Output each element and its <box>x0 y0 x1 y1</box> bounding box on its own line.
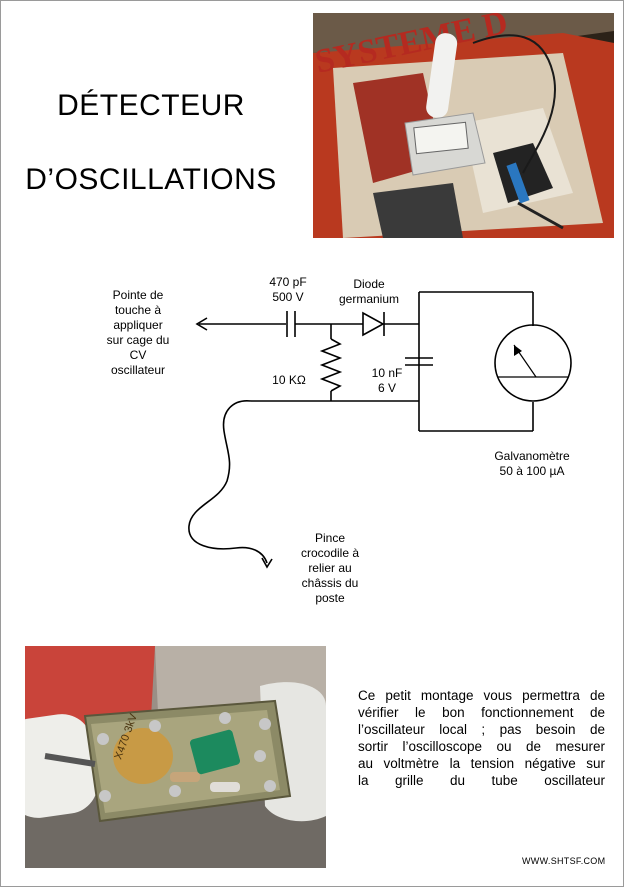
diode-label: Diode germanium <box>338 277 400 306</box>
probe-label: Pointe de touche à appliquer sur cage du… <box>106 288 170 377</box>
bottom-photo: X470 3kV <box>25 646 326 868</box>
top-photo-image: SYSTEME D <box>313 13 614 238</box>
resistor-icon <box>319 338 343 392</box>
bottom-photo-image: X470 3kV <box>25 646 326 868</box>
footer-url: WWW.SHTSF.COM <box>522 856 606 866</box>
probe-arrow-icon <box>195 317 208 331</box>
clip-label: Pince crocodile à relier au châssis du p… <box>300 531 360 605</box>
capacitor-470pf-label: 470 pF 500 V <box>269 275 307 304</box>
title-line-1: DÉTECTEUR <box>57 89 245 122</box>
ground-lead <box>188 400 268 564</box>
diode-icon <box>362 311 385 337</box>
galvanometer-icon <box>494 324 572 402</box>
capacitor-10nf-label: 10 nF 6 V <box>371 366 403 395</box>
top-photo: SYSTEME D <box>313 13 614 238</box>
resistor-label: 10 KΩ <box>272 373 306 387</box>
description-text: Ce petit montage vous permettra de vérif… <box>358 688 605 788</box>
galvanometer-label: Galvanomètre 50 à 100 µA <box>494 449 570 478</box>
clip-arrow-icon <box>261 557 273 569</box>
title-line-2: D’OSCILLATIONS <box>25 163 277 196</box>
